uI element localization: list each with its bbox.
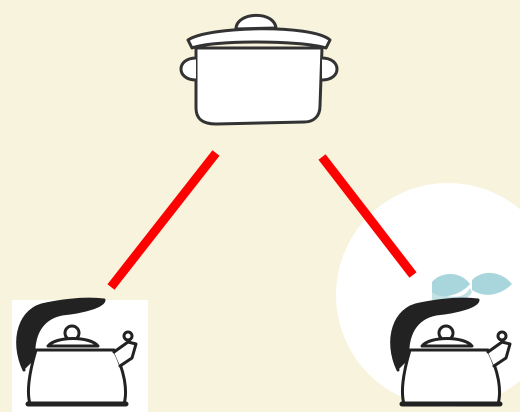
kettle-icon (12, 299, 148, 412)
